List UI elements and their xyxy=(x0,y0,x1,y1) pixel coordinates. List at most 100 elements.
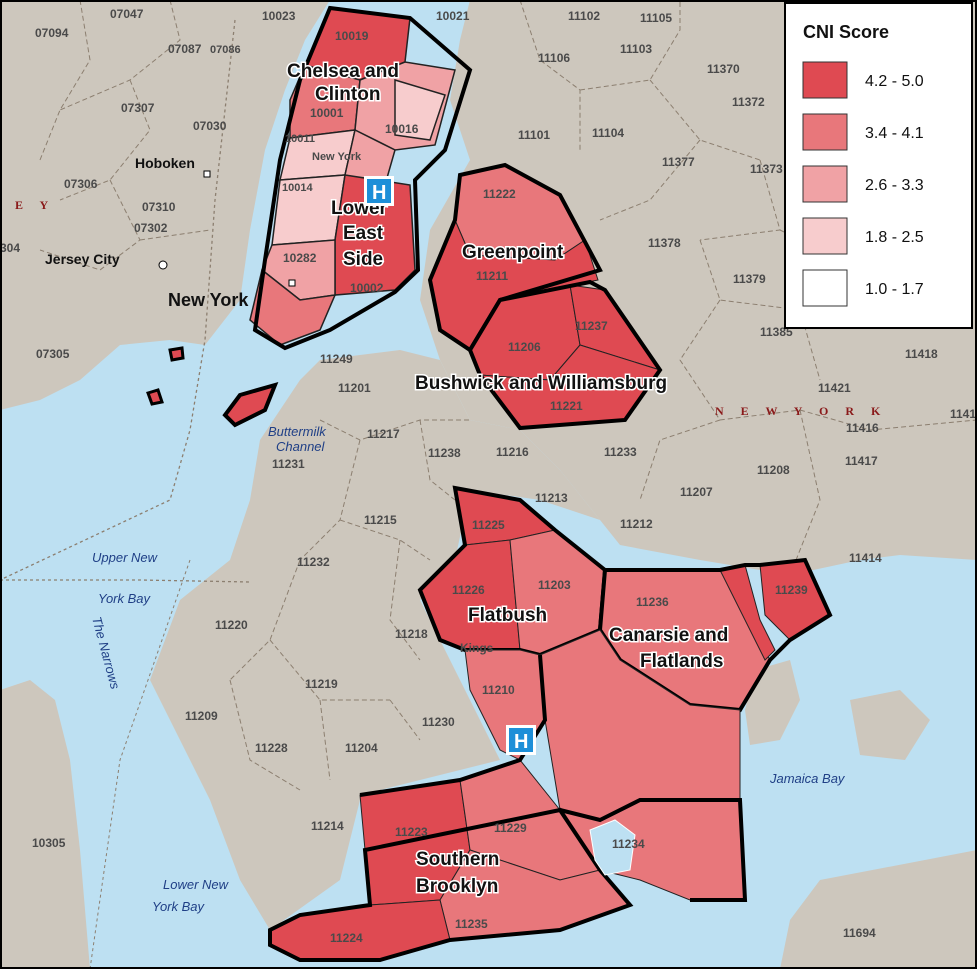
zip-label: 11103 xyxy=(620,42,652,56)
southern-brooklyn-region xyxy=(268,629,748,962)
zip-label: 10305 xyxy=(32,836,66,850)
zip-label: 11421 xyxy=(818,381,851,395)
zip-label: 10011 xyxy=(285,133,315,145)
zip-label: 11218 xyxy=(395,627,428,641)
area-label-bushwick: Bushwick and Williamsburg xyxy=(415,373,667,394)
zip-label: 07030 xyxy=(193,119,227,133)
zip-label: 07047 xyxy=(110,7,144,21)
area-label-flatbush: Flatbush xyxy=(468,605,547,626)
legend-label: 1.0 - 1.7 xyxy=(865,281,924,298)
zip-label: 07307 xyxy=(121,101,155,115)
zip-label: 11225 xyxy=(472,518,505,532)
nj-boundary xyxy=(89,559,191,969)
zip-label: 11216 xyxy=(496,445,529,459)
brooklyn-land xyxy=(150,350,600,930)
zip-label: 07306 xyxy=(64,177,98,191)
manhattan-outline xyxy=(252,5,473,351)
state-label-nj: E Y xyxy=(15,198,55,212)
zip-label: 11228 xyxy=(255,741,288,755)
legend-swatch xyxy=(802,61,848,99)
zip-label: 11102 xyxy=(568,9,600,23)
governors-island xyxy=(222,381,279,428)
legend-label: 3.4 - 4.1 xyxy=(865,125,924,142)
place-marker xyxy=(288,279,296,287)
state-label-ny: N E W Y O R K xyxy=(715,404,887,418)
area-label-southern: Southern xyxy=(416,849,499,870)
area-label-canarsie-2: Flatlands xyxy=(640,651,723,672)
zip-label: 07086 xyxy=(210,44,241,56)
zip-10282-south xyxy=(249,268,337,346)
zip-label: 07302 xyxy=(134,221,168,235)
rockaway-land xyxy=(780,850,977,969)
zip-label: 11222 xyxy=(483,187,516,201)
water-buttermilk-2: Channel xyxy=(276,439,326,454)
zip-label: 11232 xyxy=(297,555,330,569)
canarsie-south-outline xyxy=(559,798,748,902)
zip-label: 10021 xyxy=(436,9,470,23)
zip-label: 11201 xyxy=(338,381,371,395)
water-upper-bay: Upper New xyxy=(92,550,159,565)
hospital-letter: H xyxy=(372,182,386,204)
zip-label: 11223 xyxy=(395,825,428,839)
zip-label: 11370 xyxy=(707,62,740,76)
area-label-chelsea-2: Clinton xyxy=(315,84,380,105)
southern-brooklyn-outline xyxy=(268,654,634,962)
area-label-chelsea: Chelsea and xyxy=(287,61,399,82)
hospital-icon-fill xyxy=(509,728,533,752)
zip-label: 07310 xyxy=(142,200,176,214)
zip-label: 11206 xyxy=(508,340,541,354)
place-kings: Kings xyxy=(460,641,494,655)
zip-label: 11213 xyxy=(535,491,568,505)
area-labels: Chelsea and Clinton Lower East Side Gree… xyxy=(286,60,730,899)
legend: CNI Score 4.2 - 5.03.4 - 4.12.6 - 3.31.8… xyxy=(784,2,973,329)
legend-swatch xyxy=(802,113,848,151)
place-jersey-city: Jersey City xyxy=(45,251,120,267)
hospital-icon-fill xyxy=(367,179,391,203)
zip-label: 11694 xyxy=(843,926,876,940)
place-new-york: New York xyxy=(168,290,249,310)
new-jersey-land xyxy=(0,0,330,410)
place-hoboken: Hoboken xyxy=(135,155,195,171)
zip-label: 07094 xyxy=(35,26,69,40)
zip-label: 11236 xyxy=(636,595,669,609)
area-label-canarsie: Canarsie and xyxy=(609,625,728,646)
zip-label: 11220 xyxy=(215,618,248,632)
legend-title: CNI Score xyxy=(803,22,889,42)
area-label-les-2: East xyxy=(343,223,384,244)
zip-label: 11418 xyxy=(905,347,938,361)
hospital-letter: H xyxy=(514,731,528,753)
zip-label: 11106 xyxy=(538,51,570,65)
water-lower-bay-2: York Bay xyxy=(152,899,206,914)
legend-items: 4.2 - 5.03.4 - 4.12.6 - 3.31.8 - 2.51.0 … xyxy=(802,61,924,307)
legend-swatch xyxy=(802,165,848,203)
bushwick-region xyxy=(467,279,663,431)
water-buttermilk: Buttermilk xyxy=(268,424,327,439)
zip-label: 10002 xyxy=(350,281,384,295)
legend-label: 2.6 - 3.3 xyxy=(865,177,924,194)
place-labels: Hoboken Jersey City New York New York Ki… xyxy=(15,151,887,655)
zip-label: 304 xyxy=(0,241,20,255)
legend-swatch xyxy=(802,269,848,307)
place-marker xyxy=(158,260,168,270)
zip-label: 11249 xyxy=(320,352,353,366)
zip-label: 11231 xyxy=(272,457,305,471)
zip-label: 10023 xyxy=(262,9,296,23)
legend-label: 4.2 - 5.0 xyxy=(865,73,924,90)
staten-island-land xyxy=(0,680,90,969)
flatbush-region xyxy=(417,485,608,658)
place-marker xyxy=(203,170,211,178)
zip-label: 11417 xyxy=(845,454,878,468)
zip-label: 11219 xyxy=(305,677,338,691)
zip-labels: 07047 10023 10021 11102 11105 07094 0708… xyxy=(0,7,976,945)
zip-label: 11233 xyxy=(604,445,637,459)
zip-label: 1141 xyxy=(950,407,976,421)
area-label-greenpoint: Greenpoint xyxy=(462,242,564,263)
zip-label: 07087 xyxy=(168,42,202,56)
zip-label: 11101 xyxy=(518,128,550,142)
zip-label: 11215 xyxy=(364,513,397,527)
zip-label: 11234 xyxy=(612,837,645,851)
zip-label: 11416 xyxy=(846,421,879,435)
water-jamaica-bay: Jamaica Bay xyxy=(769,771,846,786)
zip-label: 10016 xyxy=(385,122,419,136)
